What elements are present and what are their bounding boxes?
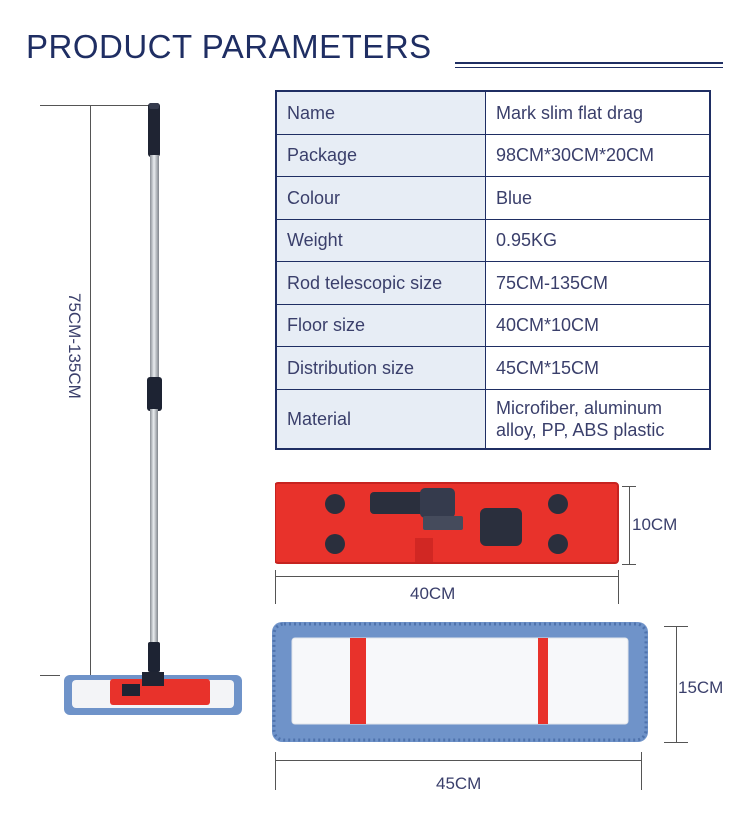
- param-value: 98CM*30CM*20CM: [485, 133, 711, 177]
- pad-height-tick-top: [664, 626, 688, 627]
- param-name: Material: [275, 388, 486, 449]
- rod-dimension-tick-bottom: [40, 675, 60, 676]
- pad-width-line: [275, 760, 641, 761]
- parameters-table: Name Mark slim flat drag Package 98CM*30…: [275, 90, 711, 450]
- param-value: 75CM-135CM: [485, 261, 711, 305]
- pad-width-tick-right: [641, 752, 642, 790]
- page-title: PRODUCT PARAMETERS: [26, 28, 432, 65]
- table-row: Weight 0.95KG: [275, 218, 711, 262]
- table-row: Rod telescopic size 75CM-135CM: [275, 261, 711, 305]
- title-underline: [455, 62, 723, 72]
- pad-height-label: 15CM: [678, 678, 724, 697]
- plate-width-line: [275, 576, 618, 577]
- plate-height-tick-top: [622, 486, 636, 487]
- table-row: Material Microfiber, aluminum alloy, PP,…: [275, 388, 711, 449]
- plate-width-tick-right: [618, 570, 619, 604]
- param-name: Package: [275, 133, 486, 177]
- param-name: Rod telescopic size: [275, 261, 486, 305]
- rod-dimension-tick-top: [40, 105, 150, 106]
- plate-width-tick-left: [275, 570, 276, 604]
- table-row: Colour Blue: [275, 176, 711, 220]
- plate-height-line: [629, 486, 630, 564]
- rod-dimension-line: [90, 105, 91, 675]
- plate-width-label: 40CM: [410, 584, 456, 603]
- table-row: Name Mark slim flat drag: [275, 90, 711, 135]
- param-value: 0.95KG: [485, 218, 711, 262]
- param-name: Floor size: [275, 303, 486, 347]
- plate-height-label: 10CM: [632, 515, 678, 534]
- mop-plate-illustration: [275, 482, 619, 564]
- pad-width-label: 45CM: [436, 774, 482, 793]
- param-name: Weight: [275, 218, 486, 262]
- mop-illustration: [64, 103, 242, 715]
- pad-height-line: [676, 626, 677, 742]
- table-row: Floor size 40CM*10CM: [275, 303, 711, 347]
- param-name: Distribution size: [275, 346, 486, 390]
- param-value: Blue: [485, 176, 711, 220]
- mop-pad-illustration: [272, 622, 648, 742]
- param-value: Microfiber, aluminum alloy, PP, ABS plas…: [485, 388, 711, 449]
- param-value: 40CM*10CM: [485, 303, 711, 347]
- table-row: Distribution size 45CM*15CM: [275, 346, 711, 390]
- pad-width-tick-left: [275, 752, 276, 790]
- param-name: Name: [275, 90, 486, 135]
- table-row: Package 98CM*30CM*20CM: [275, 133, 711, 177]
- param-value: Mark slim flat drag: [485, 90, 711, 135]
- plate-height-tick-bottom: [622, 564, 636, 565]
- param-name: Colour: [275, 176, 486, 220]
- pad-height-tick-bottom: [664, 742, 688, 743]
- param-value: 45CM*15CM: [485, 346, 711, 390]
